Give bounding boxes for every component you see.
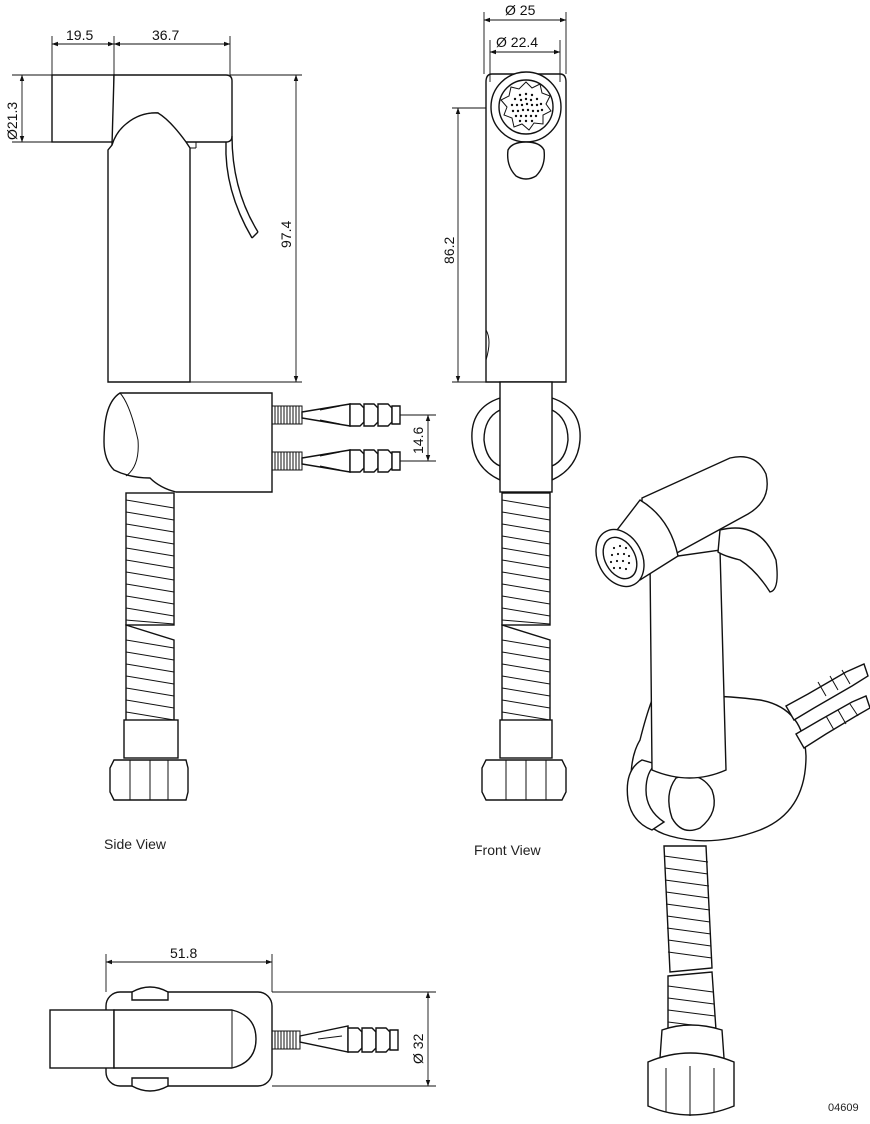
front-holder: [471, 381, 581, 493]
dim-front-outer-diameter: Ø 25: [505, 2, 536, 18]
iso-bolts: [785, 663, 870, 749]
isometric-view: [595, 456, 870, 1116]
dim-inlet-diameter: Ø21.3: [4, 102, 20, 140]
bolt-upper: [271, 403, 401, 427]
top-dimensions: [105, 954, 436, 1087]
side-view: 19.5 36.7 Ø21.3 97.4 14.6: [4, 27, 436, 801]
top-bolt: [271, 1025, 399, 1053]
front-spray-head: [490, 71, 562, 143]
dim-connector-spacing: 14.6: [410, 427, 426, 454]
dim-front-inner-diameter: Ø 22.4: [496, 34, 538, 50]
side-dimensions: [12, 36, 436, 462]
dim-top-width: 51.8: [170, 945, 197, 961]
dim-top-diameter: Ø 32: [410, 1033, 426, 1064]
front-view: Ø 25 Ø 22.4 86.2: [441, 2, 581, 801]
side-view-caption: Side View: [104, 836, 167, 852]
dim-total-height: 97.4: [278, 221, 294, 248]
dim-front-body-height: 86.2: [441, 237, 457, 264]
top-view: 51.8 Ø 32: [49, 945, 436, 1092]
front-view-caption: Front View: [474, 842, 541, 858]
dim-head-length: 36.7: [152, 27, 179, 43]
drawing-code: 04609: [828, 1102, 859, 1114]
iso-hose: [647, 845, 735, 1116]
front-hose: [481, 492, 567, 801]
dim-inlet-length: 19.5: [66, 27, 93, 43]
side-hose: [109, 492, 189, 801]
front-dimensions: [452, 12, 567, 383]
bolt-lower: [271, 449, 401, 473]
